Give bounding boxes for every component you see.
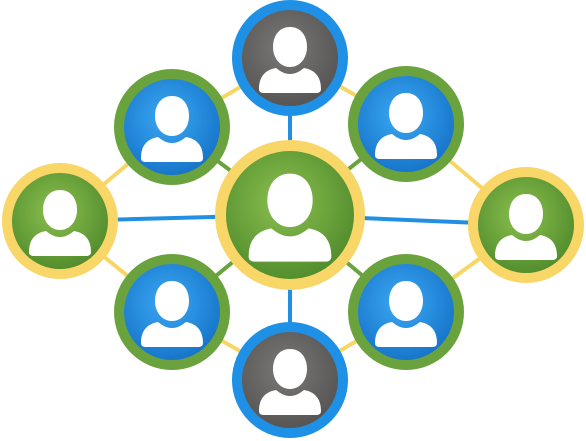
- node-right: [468, 167, 584, 283]
- person-icon: [248, 173, 332, 262]
- person-icon: [259, 27, 321, 93]
- person-icon: [141, 96, 203, 162]
- node-top: [232, 0, 348, 116]
- person-icon: [29, 190, 91, 256]
- node-left: [2, 163, 118, 279]
- person-icon: [375, 281, 437, 347]
- node-upper-right: [348, 66, 464, 182]
- node-upper-left: [114, 69, 230, 185]
- person-icon: [375, 93, 437, 159]
- person-icon: [141, 281, 203, 347]
- node-center: [215, 140, 365, 290]
- person-icon: [495, 194, 557, 260]
- node-lower-left: [114, 254, 230, 370]
- person-icon: [259, 349, 321, 415]
- node-lower-right: [348, 254, 464, 370]
- node-bottom: [232, 322, 348, 438]
